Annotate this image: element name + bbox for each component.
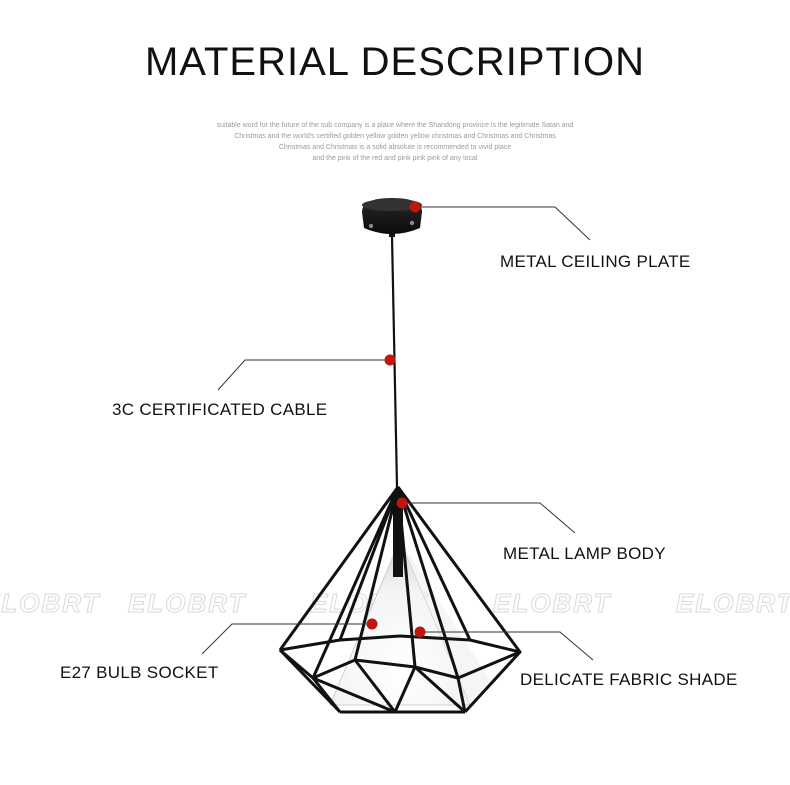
marker-dots xyxy=(366,201,426,638)
watermark: ELOBRT xyxy=(675,588,790,619)
bulb-socket xyxy=(393,495,403,577)
intro-text: suitable word for the future of the sub … xyxy=(180,120,610,164)
label-ceiling-plate: METAL CEILING PLATE xyxy=(500,252,691,271)
marker-bulb-socket xyxy=(366,618,378,630)
label-cable: 3C CERTIFICATED CABLE xyxy=(112,400,328,419)
marker-ceiling-plate xyxy=(409,201,421,213)
metal-lamp-body xyxy=(278,486,522,714)
intro-line: and the pink of the red and pink pink pi… xyxy=(312,155,478,162)
intro-line: Christmas and Christmas is a solid absol… xyxy=(278,144,512,151)
ceiling-plate xyxy=(362,198,422,237)
watermark: ELOBRT xyxy=(0,588,101,619)
marker-cable xyxy=(384,354,396,366)
marker-lamp-body xyxy=(396,497,408,509)
marker-fabric-shade xyxy=(414,626,426,638)
leader-lines xyxy=(201,206,594,661)
intro-line: suitable word for the future of the sub … xyxy=(216,122,574,129)
intro-line: Christmas and the world's certified gold… xyxy=(234,133,556,140)
label-bulb-socket: E27 BULB SOCKET xyxy=(60,663,219,682)
label-lamp-body: METAL LAMP BODY xyxy=(503,544,666,563)
page-title: MATERIAL DESCRIPTION xyxy=(144,40,646,84)
watermark: ELOBRT xyxy=(127,588,247,619)
label-fabric-shade: DELICATE FABRIC SHADE xyxy=(520,670,738,689)
watermark: ELOBRT xyxy=(492,588,612,619)
